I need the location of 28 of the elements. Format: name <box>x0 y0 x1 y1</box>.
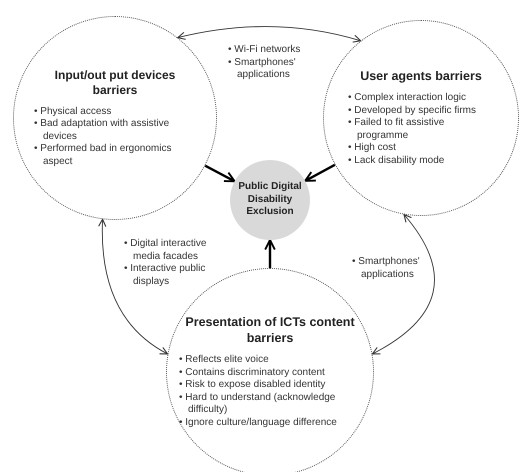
arrow <box>372 214 435 354</box>
bullet-item: • Physical access <box>34 106 112 118</box>
bullet-item: • Hard to understand (acknowledge difficulty) <box>179 392 336 417</box>
circle-heading: User agents barriers <box>360 68 482 84</box>
bullet-item: • Interactive public displays <box>124 263 206 288</box>
bullet-item: • Reflects elite voice <box>179 354 270 367</box>
bullet-item: • Risk to expose disabled identity <box>179 379 326 392</box>
arrow <box>98 218 168 354</box>
bullet-item: • Bad adaptation with assistive devices <box>34 118 170 144</box>
bullet-item: • Failed to fit assistive programme <box>348 117 446 142</box>
bullet-item: • Contains discriminatory content <box>179 366 326 380</box>
bullet-item: • Developed by specific firms <box>348 104 477 118</box>
arrow <box>177 26 362 43</box>
circle-heading: Input/out put devices barriers <box>54 68 176 98</box>
circle-heading: Presentation of ICTs content barriers <box>184 314 356 346</box>
arrow <box>264 239 276 268</box>
bullet-item: • Smartphones' applications <box>228 56 297 82</box>
bullet-item: • Complex interaction logic <box>348 92 467 105</box>
bullet-item: • Smartphones' applications <box>352 256 421 281</box>
bullet-item: • Lack disability mode <box>348 154 446 168</box>
bullet-item: • Digital interactive media facades <box>124 238 208 263</box>
bullet-item: • Performed bad in ergonomics aspect <box>34 143 172 168</box>
bullet-item: • Ignore culture/language difference <box>179 416 338 430</box>
circle-heading: Public Digital Disability Exclusion <box>237 181 303 219</box>
arrow <box>304 164 336 182</box>
bullet-item: • High cost <box>348 142 397 155</box>
bullet-item: • Wi-Fi networks <box>228 44 302 56</box>
arrow <box>204 164 236 182</box>
